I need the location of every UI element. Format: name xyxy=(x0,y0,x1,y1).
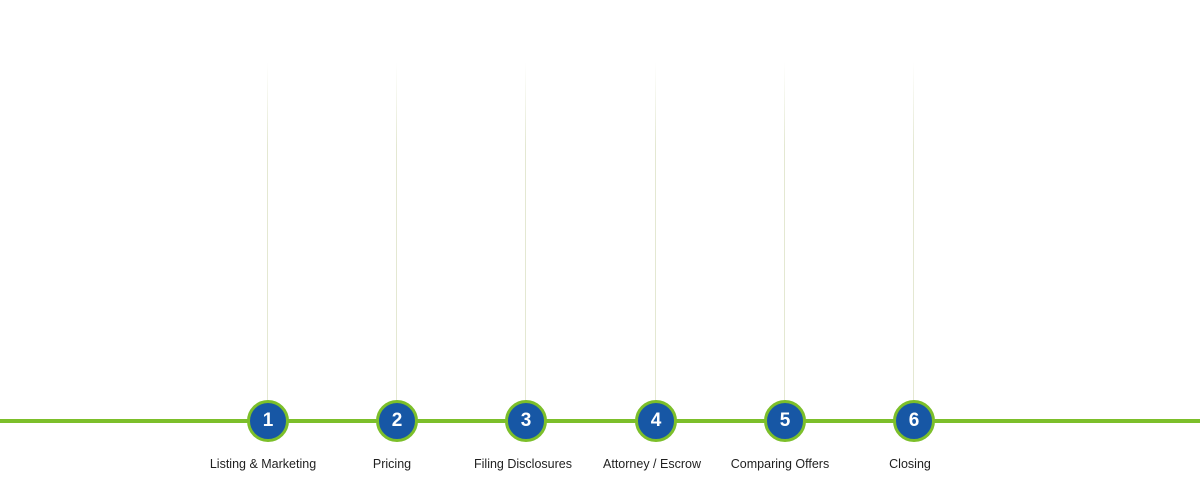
step-number-badge[interactable]: 3 xyxy=(505,400,547,442)
step-label: Closing xyxy=(889,457,931,471)
step-guide-line xyxy=(266,62,268,400)
step-label: Comparing Offers xyxy=(730,457,830,471)
step-number-badge[interactable]: 5 xyxy=(764,400,806,442)
step-number-badge[interactable]: 6 xyxy=(893,400,935,442)
step-label: Pricing xyxy=(372,457,412,471)
step-guide-line xyxy=(912,62,914,400)
step-label: Filing Disclosures xyxy=(474,457,572,471)
step-label: Listing & Marketing xyxy=(209,457,317,471)
step-guide-line xyxy=(654,62,656,400)
step-number-badge[interactable]: 1 xyxy=(247,400,289,442)
step-number-badge[interactable]: 4 xyxy=(635,400,677,442)
step-guide-line xyxy=(783,62,785,400)
step-number-badge[interactable]: 2 xyxy=(376,400,418,442)
step-guide-line xyxy=(395,62,397,400)
step-guide-line xyxy=(524,62,526,400)
step-label: Attorney / Escrow xyxy=(603,457,701,471)
timeline-track xyxy=(0,419,1200,423)
